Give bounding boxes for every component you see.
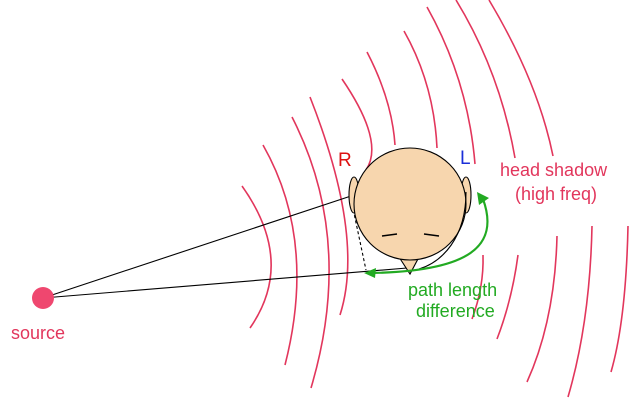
wavefront-9 <box>455 0 516 159</box>
wavefront-4 <box>309 96 349 316</box>
source-dot <box>32 287 54 309</box>
wavefront-10 <box>488 0 554 157</box>
left-ear-label: L <box>460 148 471 169</box>
wavefront-12 <box>496 254 519 340</box>
wavefront-5 <box>341 78 373 171</box>
eye-left <box>381 233 398 237</box>
eye-right <box>423 233 440 237</box>
path-arrowhead-top <box>477 192 489 205</box>
source-label: source <box>11 323 66 343</box>
wavefront-14 <box>567 225 593 398</box>
path-length-label: path length <box>408 280 498 300</box>
wavefront-7 <box>403 30 438 149</box>
right-ear-label: R <box>338 150 352 171</box>
wavefront-8 <box>426 6 476 165</box>
wavefronts <box>241 0 629 398</box>
path-to-nose <box>42 267 408 299</box>
high-freq-label: (high freq) <box>515 184 598 204</box>
head-shadow-label: head shadow <box>500 160 608 180</box>
head-circle <box>353 147 467 261</box>
wavefront-15 <box>610 225 629 373</box>
wavefront-2 <box>262 144 298 366</box>
path-arrowhead-bottom <box>364 268 376 278</box>
path-to-right-ear <box>42 195 352 299</box>
wavefront-1 <box>241 185 272 329</box>
wavefront-3 <box>291 116 330 389</box>
diffraction-path <box>418 191 467 270</box>
wavefront-11 <box>471 254 484 320</box>
wavefront-13 <box>526 235 558 383</box>
path-length-arc <box>371 198 489 275</box>
head <box>348 147 472 276</box>
wavefront-6 <box>366 51 396 146</box>
difference-label: difference <box>416 301 495 321</box>
